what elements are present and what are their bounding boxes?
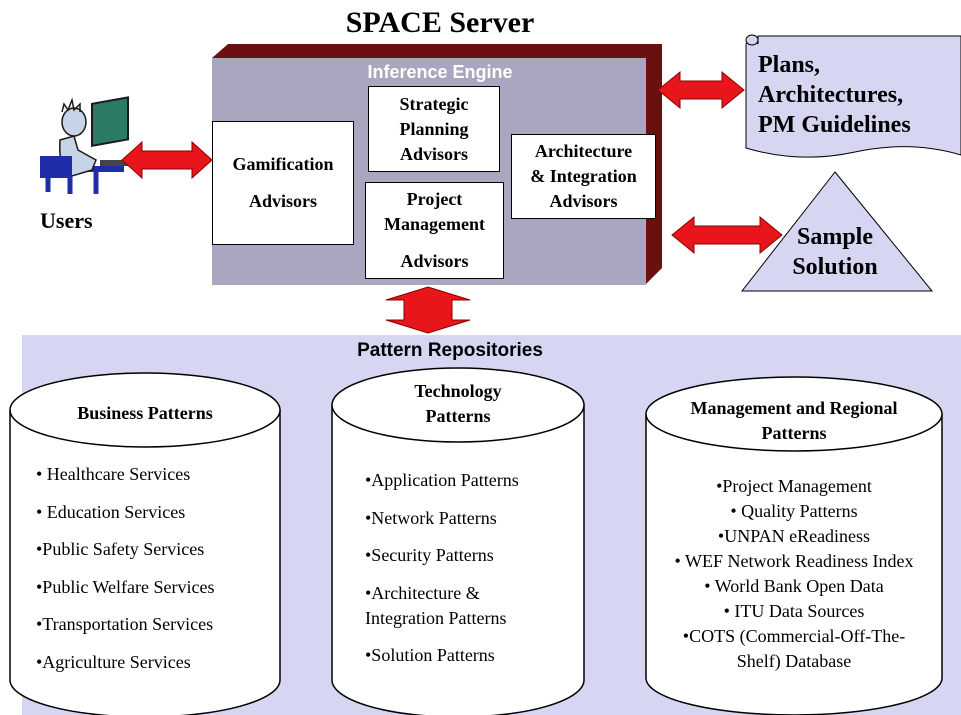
cylinder-management bbox=[645, 376, 943, 715]
user-computer-icon bbox=[40, 96, 130, 194]
sample-solution-text: Sample Solution bbox=[760, 222, 910, 282]
project-management-advisors-box: Project Management Advisors bbox=[365, 182, 504, 279]
advisor-line: Gamification bbox=[232, 154, 334, 174]
cylinder-title-line: Patterns bbox=[761, 423, 827, 443]
sample-line: Solution bbox=[792, 254, 878, 280]
plans-scroll-curl bbox=[745, 34, 759, 46]
pattern-repositories-title: Pattern Repositories bbox=[357, 340, 543, 361]
list-item: •Network Patterns bbox=[365, 507, 497, 528]
plans-line: Plans, bbox=[758, 52, 821, 78]
list-item: • WEF Network Readiness Index bbox=[674, 551, 914, 571]
cylinder-title-line: Patterns bbox=[425, 406, 491, 426]
advisor-line: Advisors bbox=[400, 251, 469, 271]
plans-line: Architectures, bbox=[758, 82, 904, 108]
advisor-line: Architecture bbox=[534, 141, 633, 161]
list-item: Shelf) Database bbox=[736, 651, 852, 671]
list-item: Integration Patterns bbox=[365, 607, 507, 628]
advisor-line: Advisors bbox=[549, 191, 618, 211]
list-item: • Education Services bbox=[36, 501, 186, 522]
engine-solution-arrow bbox=[671, 215, 783, 255]
cylinder-title-line: Technology bbox=[414, 381, 502, 401]
list-item: • Quality Patterns bbox=[730, 501, 858, 521]
list-item: •Public Safety Services bbox=[36, 539, 205, 559]
plans-document-text: Plans, Architectures, PM Guidelines bbox=[758, 50, 958, 140]
advisor-line: Project bbox=[406, 189, 463, 209]
advisor-line: Advisors bbox=[248, 191, 317, 211]
technology-patterns-list: •Application Patterns •Network Patterns … bbox=[365, 468, 519, 668]
engine-plans-arrow bbox=[657, 70, 745, 110]
cylinder-title-line: Management and Regional bbox=[690, 398, 898, 418]
sample-solution-triangle bbox=[740, 171, 934, 292]
architecture-integration-advisors-box: Architecture & Integration Advisors bbox=[511, 134, 656, 219]
advisor-line: Planning bbox=[399, 118, 469, 139]
list-item: •Security Patterns bbox=[365, 545, 494, 565]
business-patterns-title: Business Patterns bbox=[25, 401, 265, 426]
list-item: •Architecture & bbox=[365, 582, 480, 603]
list-item: •Solution Patterns bbox=[365, 645, 495, 665]
list-item: •Project Management bbox=[716, 476, 872, 496]
advisor-line: Management bbox=[384, 214, 485, 234]
page-title: SPACE Server bbox=[345, 6, 535, 39]
cylinder-technology bbox=[331, 367, 585, 715]
plans-line: PM Guidelines bbox=[758, 112, 911, 138]
users-label: Users bbox=[40, 208, 93, 233]
business-patterns-list: • Healthcare Services • Education Servic… bbox=[36, 456, 214, 681]
list-item: •COTS (Commercial-Off-The- bbox=[682, 626, 906, 646]
cylinder-business bbox=[9, 372, 281, 715]
list-item: •Public Welfare Services bbox=[36, 576, 215, 597]
management-regional-patterns-list: •Project Management • Quality Patterns •… bbox=[650, 474, 938, 674]
inference-engine-label: Inference Engine bbox=[367, 62, 513, 82]
list-item: •UNPAN eReadiness bbox=[717, 526, 871, 546]
gamification-advisors-box: Gamification Advisors bbox=[212, 121, 354, 245]
list-item: •Agriculture Services bbox=[36, 651, 191, 672]
strategic-planning-advisors-box: Strategic Planning Advisors bbox=[368, 86, 500, 172]
list-item: • ITU Data Sources bbox=[723, 601, 865, 621]
engine-repositories-arrow bbox=[385, 286, 471, 334]
management-regional-patterns-title: Management and Regional Patterns bbox=[660, 396, 928, 446]
users-engine-arrow bbox=[121, 140, 213, 180]
list-item: • Healthcare Services bbox=[36, 464, 191, 484]
list-item: • World Bank Open Data bbox=[704, 576, 884, 596]
sample-line: Sample bbox=[796, 224, 873, 250]
list-item: •Application Patterns bbox=[365, 470, 519, 490]
advisor-line: Strategic bbox=[399, 93, 469, 114]
advisor-line: & Integration bbox=[530, 166, 637, 186]
list-item: •Transportation Services bbox=[36, 614, 214, 634]
cylinder-title-line: Business Patterns bbox=[77, 403, 213, 423]
technology-patterns-title: Technology Patterns bbox=[348, 379, 568, 429]
advisor-line: Advisors bbox=[399, 143, 468, 164]
